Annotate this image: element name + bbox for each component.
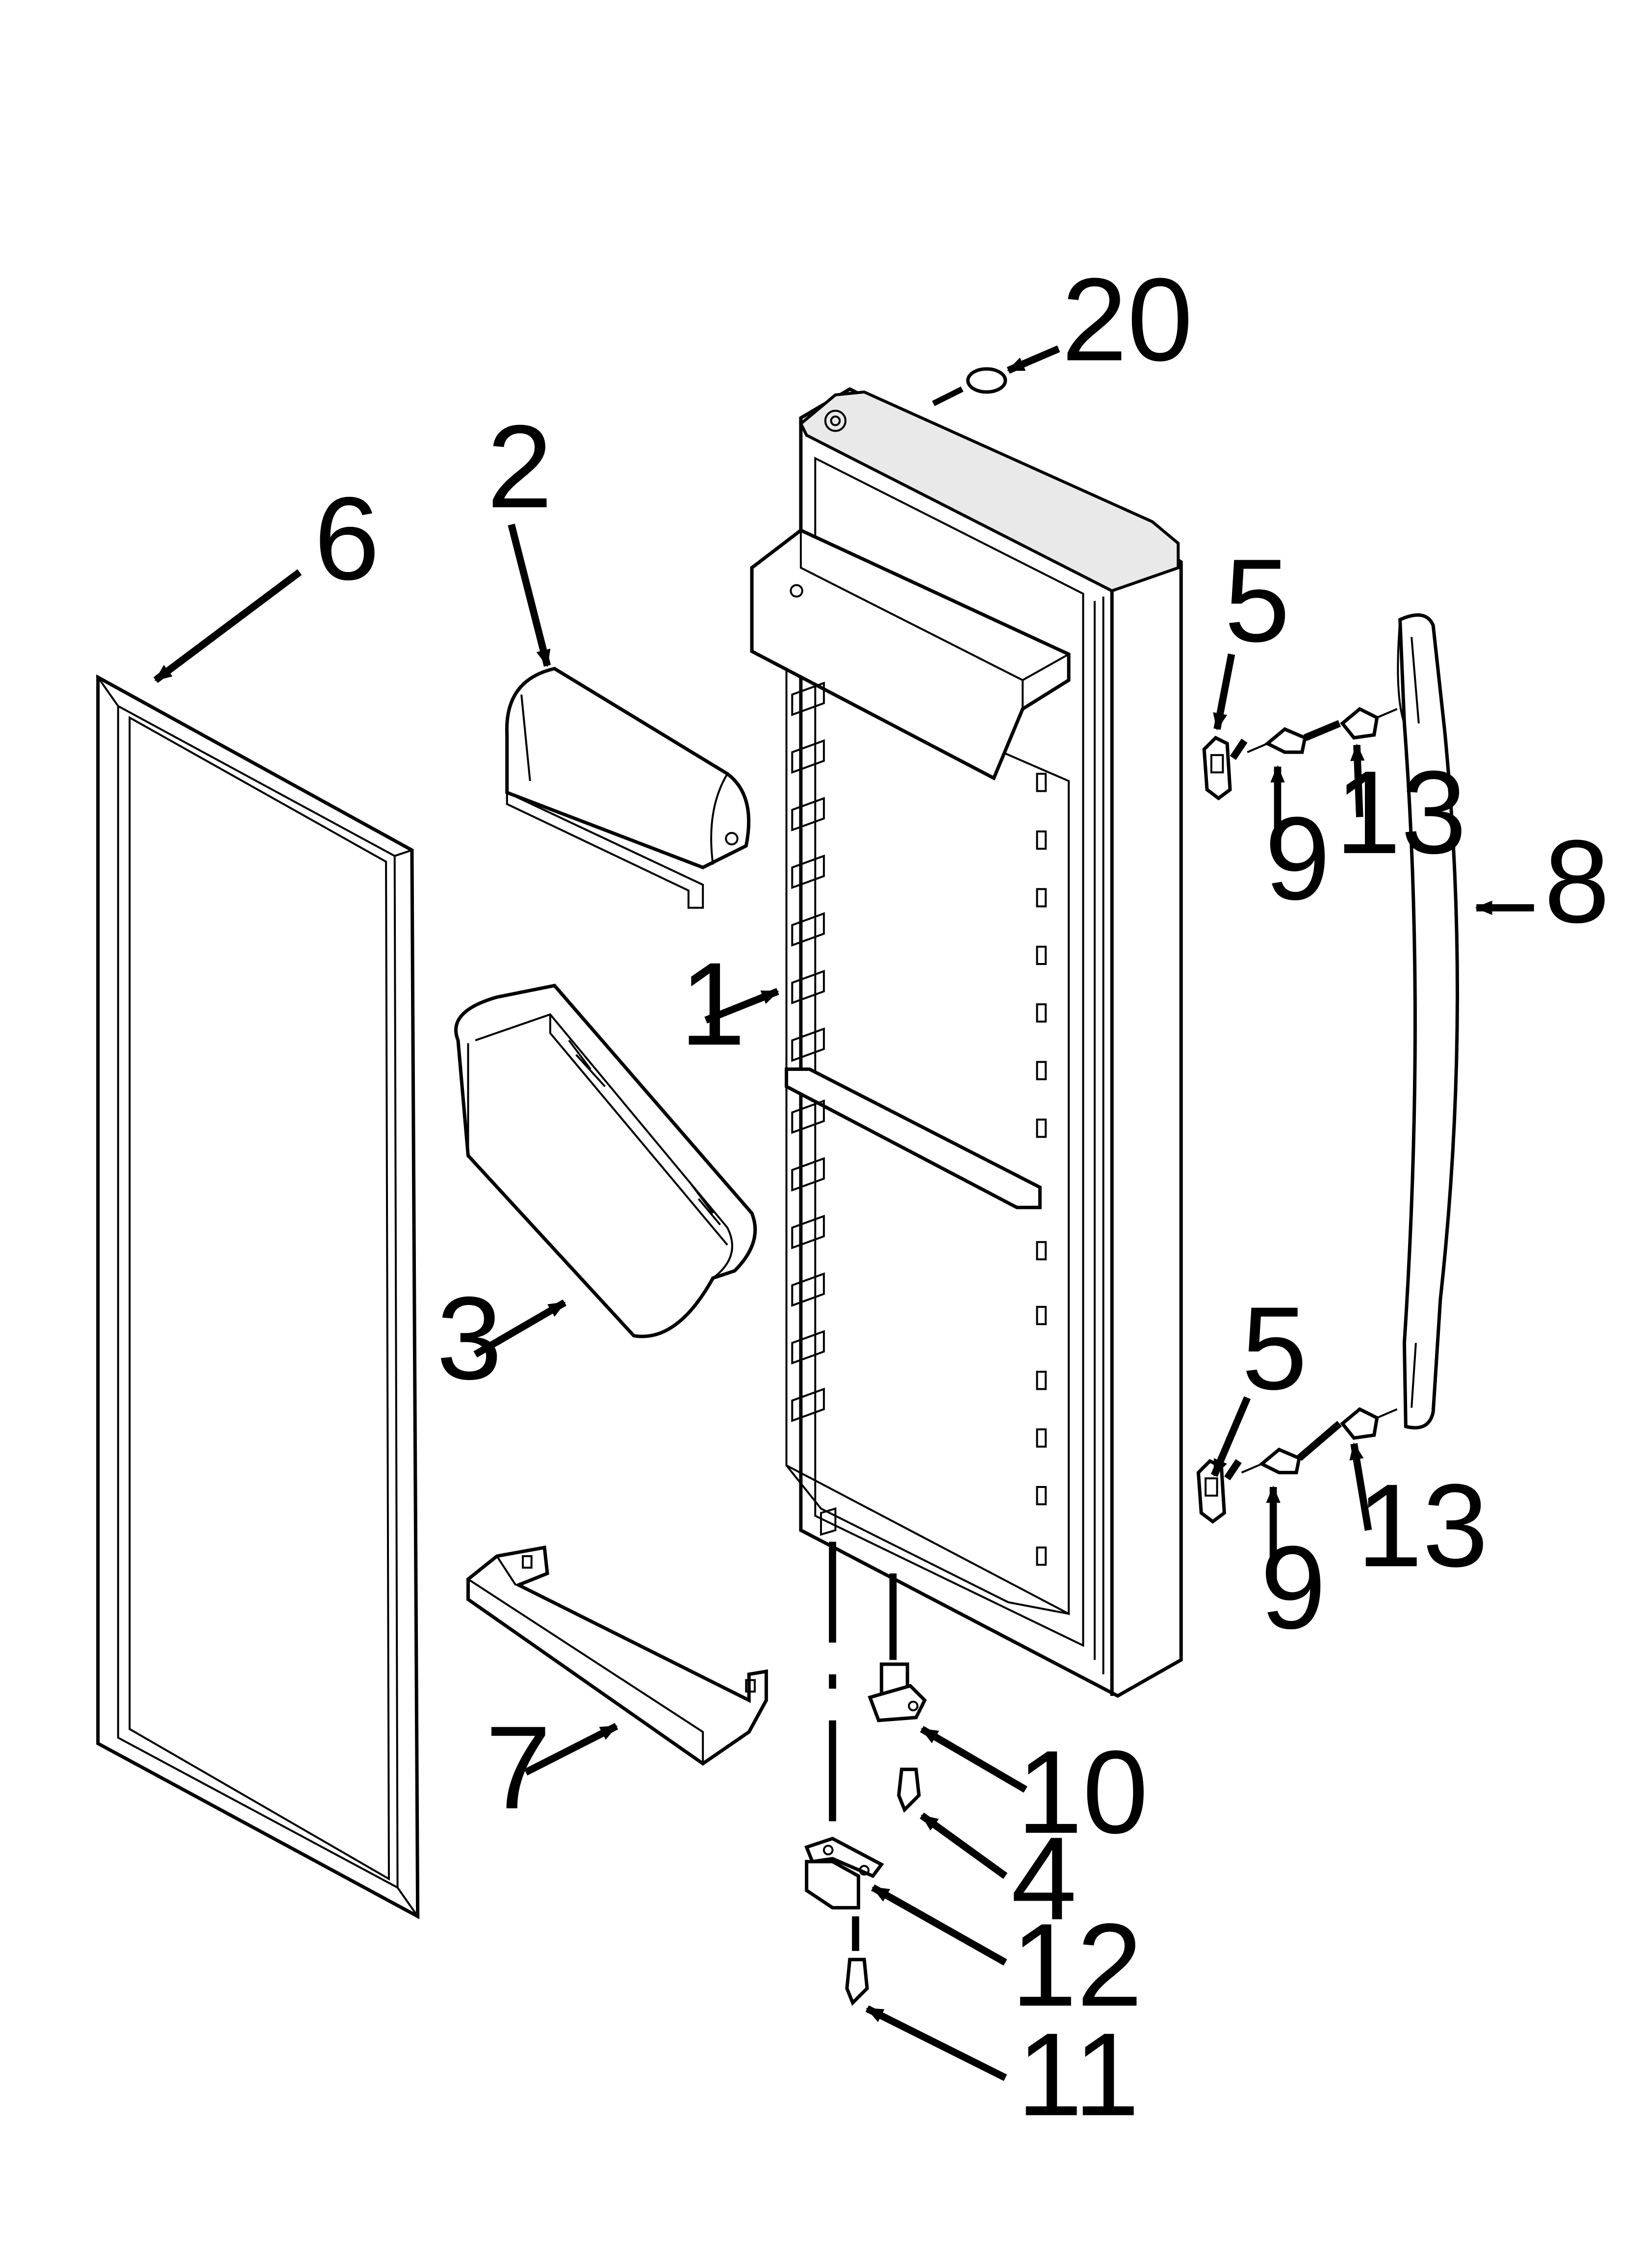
callout-labels: 20 2 6 5 13 9 8 1 3 5 13 9 7 10 4 12 11 (314, 254, 1610, 2140)
screw-9-lower (1242, 1450, 1299, 1473)
door-liner (752, 389, 1181, 1696)
callout-13-upper: 13 (1335, 747, 1466, 879)
handle-clip-upper (1204, 738, 1230, 798)
screw-11 (847, 1959, 867, 2003)
callout-2: 2 (487, 401, 553, 533)
dairy-cover (507, 669, 748, 908)
handle-clip-lower (1198, 1461, 1224, 1521)
shelf-rail (468, 1547, 766, 1764)
screw-9-upper (1247, 729, 1305, 752)
callout-7: 7 (486, 1702, 551, 1834)
callout-1: 1 (680, 938, 745, 1070)
leader-lines (153, 345, 1534, 2081)
callout-9-upper: 9 (1265, 793, 1331, 925)
callout-9-lower: 9 (1260, 1522, 1326, 1654)
callout-10: 10 (1017, 1726, 1148, 1858)
door-gasket (98, 678, 418, 1917)
screw-4 (899, 1770, 919, 1810)
callout-8: 8 (1544, 816, 1610, 948)
callout-11: 11 (1017, 2008, 1139, 2140)
assembly-lines (829, 386, 1342, 1951)
callout-5-upper: 5 (1224, 535, 1290, 667)
plug (968, 369, 1005, 392)
screw-13-upper (1342, 709, 1397, 738)
lower-hinge (807, 1839, 882, 1908)
door-bin (456, 986, 755, 1336)
callout-3: 3 (436, 1273, 502, 1405)
callout-13-lower: 13 (1357, 1460, 1488, 1592)
screw-13-lower (1342, 1409, 1397, 1438)
callout-4: 4 (1011, 1813, 1077, 1945)
door-handle (1398, 615, 1457, 1428)
callout-6: 6 (314, 473, 380, 605)
callout-12: 12 (1011, 1899, 1143, 2031)
callout-5-lower: 5 (1242, 1282, 1308, 1414)
hinge-bushing (870, 1664, 925, 1721)
callout-20: 20 (1061, 254, 1193, 386)
